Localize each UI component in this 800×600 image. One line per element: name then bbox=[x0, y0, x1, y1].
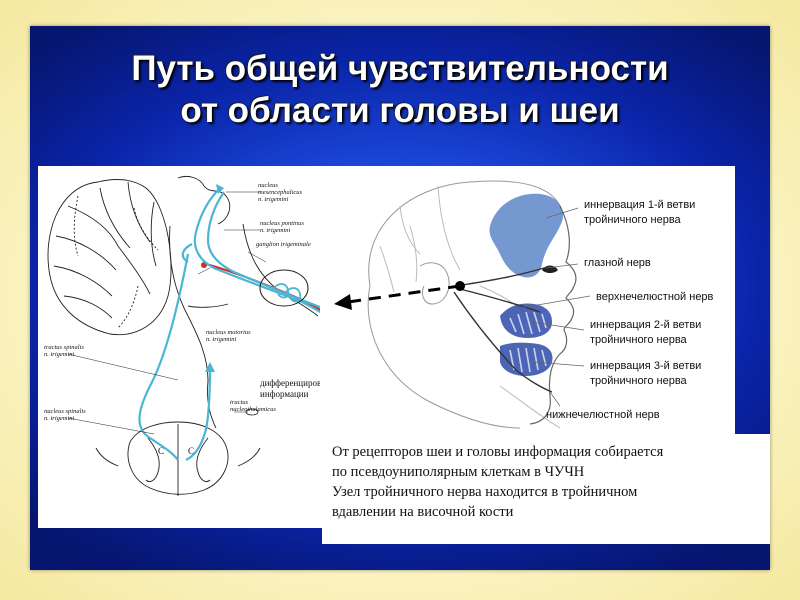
label-nucleus-spinalis-1: nucleus spinalis bbox=[44, 408, 86, 415]
v2-innervation-zone bbox=[500, 303, 552, 338]
label-tractus-nucleothalamicus-2: nucleothalamicus bbox=[230, 406, 276, 413]
label-nucleus-mesencephalicus-3: n. trigemini bbox=[258, 196, 289, 203]
label-nucleus-motorius-1: nucleus motorius bbox=[206, 329, 251, 336]
segment-label-left: C bbox=[158, 446, 164, 456]
label-differentiation-2: информации bbox=[260, 389, 309, 399]
trigeminal-pathway bbox=[138, 187, 334, 461]
arrow-origin-dot bbox=[455, 281, 465, 291]
info-text-panel: От рецепторов шеи и головы информация со… bbox=[322, 434, 770, 544]
mesencephalic-arrowhead bbox=[216, 184, 224, 194]
label-ganglion-trigeminale: ganglion trigeminale bbox=[256, 241, 311, 248]
info-line-4: вдавлении на височной кости bbox=[332, 504, 514, 520]
label-nucleus-pontinus-1: nucleus pontinus bbox=[260, 220, 304, 227]
label-v1-line2: тройничного нерва bbox=[584, 214, 682, 226]
label-nucleus-spinalis-2: n. trigemini bbox=[44, 415, 75, 422]
head-diagram: иннервация 1-й ветви тройничного нерва г… bbox=[334, 180, 714, 429]
label-nucleus-mesencephalicus-1: nucleus bbox=[258, 182, 278, 189]
v1-innervation-zone bbox=[489, 193, 564, 278]
label-v1-line1: иннервация 1-й ветви bbox=[584, 199, 695, 211]
label-nucleus-motorius-2: n. trigemini bbox=[206, 336, 237, 343]
leader-lines bbox=[67, 191, 267, 435]
info-line-3: Узел тройничного нерва находится в тройн… bbox=[332, 484, 638, 500]
label-differentiation-1: дифференцировка bbox=[260, 378, 329, 388]
label-v3-line1: иннервация 3-й ветви bbox=[590, 360, 701, 372]
label-maxillary-nerve: верхнечелюстной нерв bbox=[596, 291, 714, 303]
segment-label-right: C bbox=[188, 446, 194, 456]
label-tractus-spinalis-1: tractus spinalis bbox=[44, 344, 84, 351]
label-v2-line2: тройничного нерва bbox=[590, 334, 688, 346]
head-diagram-panel: иннервация 1-й ветви тройничного нерва г… bbox=[320, 166, 735, 458]
face-profile bbox=[529, 205, 577, 425]
label-nucleus-pontinus-2: n. trigemini bbox=[260, 227, 291, 234]
label-tractus-spinalis-2: n. trigemini bbox=[44, 351, 75, 358]
info-line-1: От рецепторов шеи и головы информация со… bbox=[332, 444, 664, 460]
label-nucleus-mesencephalicus-2: mesencephalicus bbox=[258, 189, 303, 196]
title-line-1: Путь общей чувствительности bbox=[131, 49, 669, 88]
cerebellum-drawing bbox=[47, 179, 172, 336]
slide-title: Путь общей чувствительности от области г… bbox=[30, 48, 770, 132]
title-line-2: от области головы и шеи bbox=[180, 91, 620, 130]
brainstem-diagram-panel: C C bbox=[38, 166, 334, 528]
label-v3-line2: тройничного нерва bbox=[590, 375, 688, 387]
ascending-arrowhead bbox=[205, 362, 215, 372]
brainstem-diagram: C C bbox=[44, 175, 334, 496]
trigeminal-ganglion bbox=[259, 269, 309, 307]
label-tractus-nucleothalamicus-1: tractus bbox=[230, 399, 249, 406]
label-mandibular-nerve: нижнечелюстной нерв bbox=[546, 409, 660, 421]
label-ophthalmic-nerve: глазной нерв bbox=[584, 257, 651, 269]
right-leader-lines bbox=[519, 207, 591, 407]
info-text: От рецепторов шеи и головы информация со… bbox=[332, 442, 762, 522]
head-outline bbox=[367, 180, 561, 429]
label-v2-line1: иннервация 2-й ветви bbox=[590, 319, 701, 331]
info-line-2: по псевдоуниполярным клеткам в ЧУЧН bbox=[332, 464, 585, 480]
slide: Путь общей чувствительности от области г… bbox=[30, 26, 770, 570]
v3-innervation-zone bbox=[500, 342, 553, 376]
eye bbox=[542, 265, 558, 273]
arrowhead bbox=[334, 294, 352, 310]
